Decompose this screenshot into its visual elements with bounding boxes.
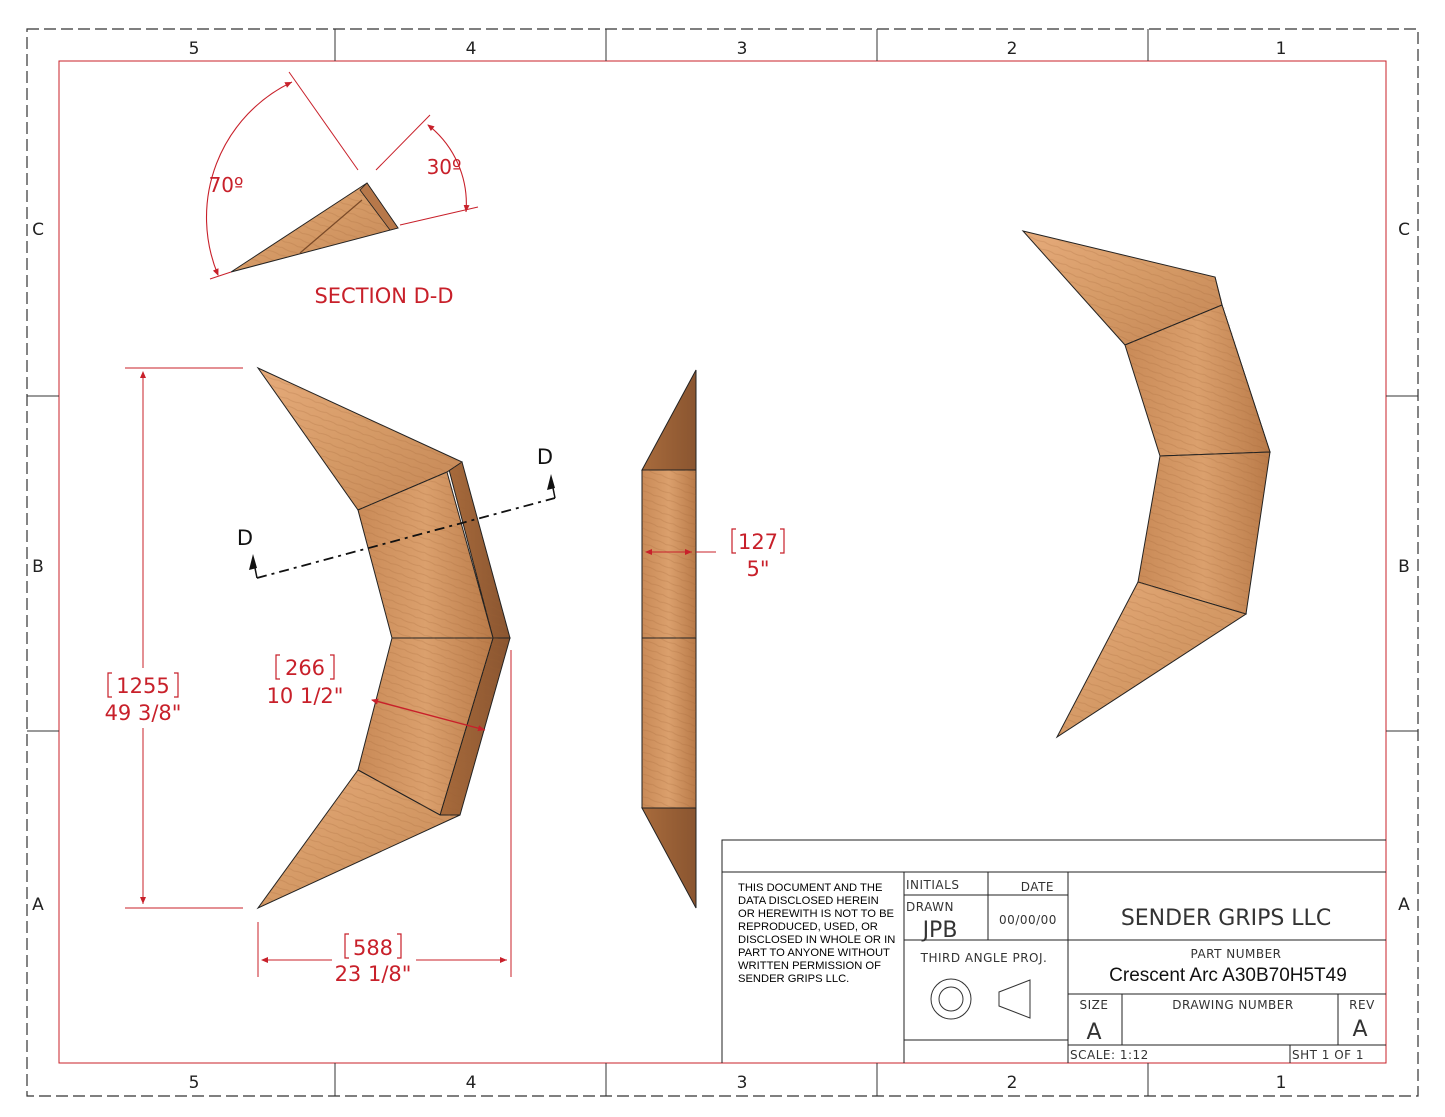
section-title: SECTION D-D — [314, 284, 453, 308]
part-number-label: PART NUMBER — [1190, 947, 1281, 961]
cut-label-left: D — [237, 526, 253, 550]
notice-line-3: OR HEREWITH IS NOT TO BE — [738, 908, 894, 920]
sheet-value: SHT 1 OF 1 — [1292, 1048, 1364, 1062]
angle-label-30: 30º — [427, 155, 462, 179]
zone-col-1-bottom: 1 — [1276, 1073, 1287, 1093]
zone-col-3-top: 3 — [737, 39, 748, 59]
date-label: DATE — [1021, 880, 1054, 894]
notice-line-1: THIS DOCUMENT AND THE — [738, 882, 882, 894]
notice-line-8: SENDER GRIPS LLC. — [738, 973, 849, 985]
zone-row-a-left: A — [32, 895, 44, 915]
notice-text: THIS DOCUMENT AND THE DATA DISCLOSED HER… — [738, 882, 895, 985]
initials-label: INITIALS — [906, 878, 959, 892]
title-block — [721, 839, 1386, 1063]
side-view: 127 5" — [641, 369, 785, 909]
side-bottom-tip — [641, 807, 697, 909]
projection-label: THIRD ANGLE PROJ. — [920, 951, 1048, 965]
zone-row-a-right: A — [1398, 895, 1410, 915]
outer-border — [26, 28, 1419, 1097]
date-value: 00/00/00 — [999, 913, 1057, 927]
zone-row-c-right: C — [1398, 220, 1410, 240]
face-dim-in: 10 1/2" — [267, 684, 344, 708]
zone-col-2-bottom: 2 — [1007, 1073, 1018, 1093]
zone-col-3-bottom: 3 — [737, 1073, 748, 1093]
zone-row-c-left: C — [32, 220, 44, 240]
notice-line-2: DATA DISCLOSED HEREIN — [738, 895, 879, 907]
rev-label: REV — [1349, 998, 1375, 1012]
size-value: A — [1086, 1020, 1101, 1045]
notice-line-6: PART TO ANYONE WITHOUT — [738, 947, 890, 959]
face-dim-line — [371, 698, 486, 732]
angle-arc-30 — [427, 124, 470, 213]
angle-arc-70 — [205, 81, 293, 276]
section-edge — [359, 182, 399, 231]
face-dim-mm: 266 — [285, 656, 325, 680]
zone-labels: 5 4 3 2 1 5 4 3 2 1 C B A C B A — [32, 39, 1410, 1093]
third-angle-projection-icon — [930, 978, 1031, 1020]
thickness-dim-in: 5" — [746, 557, 769, 581]
drawn-value: JPB — [921, 918, 958, 943]
zone-col-4-bottom: 4 — [466, 1073, 477, 1093]
zone-col-5-top: 5 — [189, 39, 200, 59]
iso-view — [1021, 230, 1271, 739]
zone-dividers — [27, 29, 1418, 1096]
section-cut-line — [256, 497, 556, 579]
part-number-value: Crescent Arc A30B70H5T49 — [1109, 965, 1347, 986]
drawing-number-label: DRAWING NUMBER — [1172, 998, 1293, 1012]
zone-row-b-left: B — [32, 557, 44, 577]
zone-col-2-top: 2 — [1007, 39, 1018, 59]
height-dim-mm: 1255 — [116, 674, 169, 698]
section-view: 70º 30º SECTION D-D — [205, 71, 479, 308]
notice-line-5: DISCLOSED IN WHOLE OR IN — [738, 934, 895, 946]
zone-col-4-top: 4 — [466, 39, 477, 59]
notice-line-4: REPRODUCED, USED, OR — [738, 921, 878, 933]
rev-value: A — [1352, 1017, 1367, 1042]
drawn-label: DRAWN — [906, 900, 954, 914]
width-dim-in: 23 1/8" — [335, 962, 412, 986]
company-name: SENDER GRIPS LLC — [1121, 906, 1331, 931]
side-top-tip — [641, 369, 697, 471]
thickness-dim-mm: 127 — [738, 530, 778, 554]
front-view: D D 1255 49 3/8" 588 23 1/8" 266 10 1/2" — [100, 366, 556, 986]
zone-col-5-bottom: 5 — [189, 1073, 200, 1093]
zone-col-1-top: 1 — [1276, 39, 1287, 59]
cut-label-right: D — [537, 445, 553, 469]
zone-row-b-right: B — [1398, 557, 1410, 577]
width-dim-mm: 588 — [353, 936, 393, 960]
scale-value: SCALE: 1:12 — [1070, 1048, 1149, 1062]
size-label: SIZE — [1080, 998, 1109, 1012]
angle-label-70: 70º — [209, 173, 244, 197]
notice-line-7: WRITTEN PERMISSION OF — [738, 960, 881, 972]
height-dim-in: 49 3/8" — [105, 701, 182, 725]
